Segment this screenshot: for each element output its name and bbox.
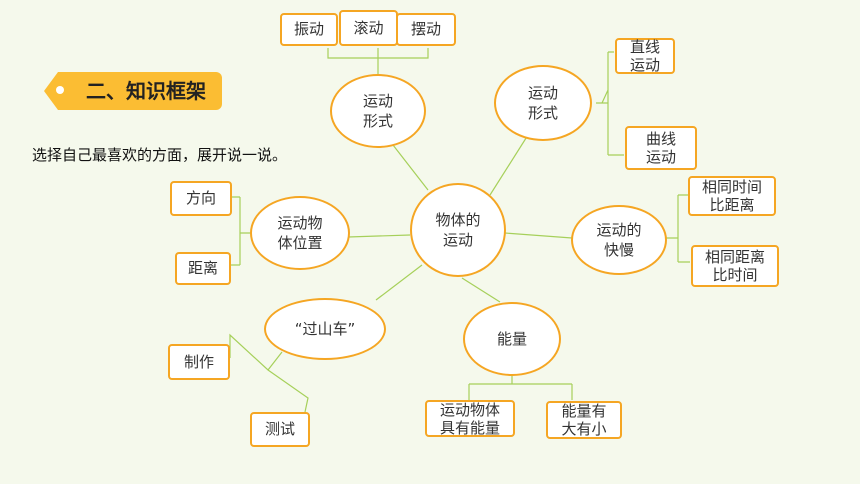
instruction-text: 选择自己最喜欢的方面，展开说一说。 — [32, 146, 288, 164]
leaf-make: 制作 — [168, 344, 230, 380]
leaf-direction: 方向 — [170, 181, 232, 216]
leaf-straight: 直线 运动 — [615, 38, 675, 74]
heading-banner — [44, 72, 222, 110]
node-coaster: “过山车” — [264, 298, 386, 360]
node-speed: 运动的 快慢 — [571, 205, 667, 275]
node-forms-left: 运动 形式 — [330, 74, 426, 148]
node-energy: 能量 — [463, 302, 561, 376]
leaf-energy-size: 能量有 大有小 — [546, 401, 622, 439]
leaf-same-distance: 相同距离 比时间 — [691, 245, 779, 287]
section-heading: 二、知识框架 — [86, 79, 206, 103]
leaf-distance: 距离 — [175, 252, 231, 285]
center-node: 物体的 运动 — [410, 183, 506, 277]
node-forms-right: 运动 形式 — [494, 65, 592, 141]
banner-dot — [56, 86, 64, 94]
node-position: 运动物 体位置 — [250, 196, 350, 270]
leaf-roll: 滚动 — [339, 10, 398, 46]
leaf-curve: 曲线 运动 — [625, 126, 697, 170]
leaf-same-time: 相同时间 比距离 — [688, 176, 776, 216]
leaf-has-energy: 运动物体 具有能量 — [425, 400, 515, 437]
leaf-swing: 摆动 — [396, 13, 456, 46]
leaf-test: 测试 — [250, 412, 310, 447]
leaf-vibrate: 振动 — [280, 13, 338, 46]
